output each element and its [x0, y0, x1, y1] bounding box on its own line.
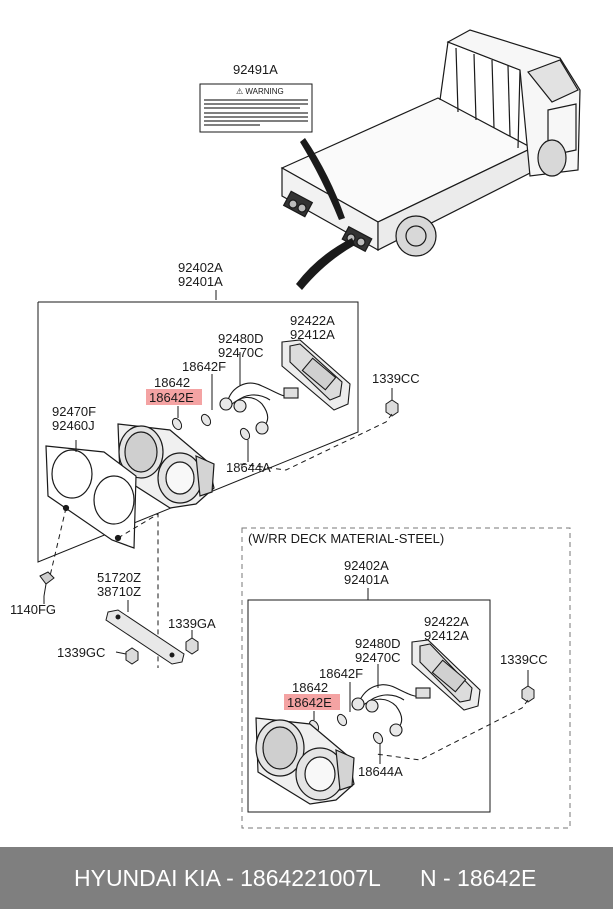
bottom-label-bracket-2: 92412A — [424, 628, 469, 643]
warning-sticker: ⚠ WARNING — [199, 83, 313, 133]
top-label-lamp-set-1: 92402A — [178, 260, 223, 275]
pointer-wedge-sticker — [300, 138, 345, 220]
footer-brand-part-number: HYUNDAI KIA - 1864221007L — [74, 865, 381, 891]
variant-title: (W/RR DECK MATERIAL-STEEL) — [248, 531, 444, 546]
top-highlight-box — [146, 389, 202, 405]
bottom-label-bulb-f: 18642F — [319, 666, 363, 681]
label-nut-gc: 1339GC — [57, 645, 105, 660]
top-assembly: 92402A 92401A 92422A 92412A 92480D 92470… — [10, 260, 420, 668]
footer-oem-number: N - 18642E — [420, 865, 537, 891]
bottom-label-lamp-set-1: 92402A — [344, 558, 389, 573]
top-label-bulb: 18642 — [154, 375, 190, 390]
label-plate-2: 38710Z — [97, 584, 141, 599]
top-label-bulb-f: 18642F — [182, 359, 226, 374]
bottom-label-wiring-1: 92480D — [355, 636, 401, 651]
top-bulbs — [171, 413, 251, 441]
top-label-bezel-2: 92460J — [52, 418, 95, 433]
bottom-highlight-box — [284, 694, 340, 710]
label-bolt: 1140FG — [10, 602, 56, 617]
top-label-bulb-e: 18642E — [149, 390, 194, 405]
bottom-label-lamp-set-2: 92401A — [344, 572, 389, 587]
top-label-bulb-a: 18644A — [226, 460, 271, 475]
label-sticker: 92491A — [233, 62, 278, 77]
bottom-label-bulb-e: 18642E — [287, 695, 332, 710]
top-label-bezel-1: 92470F — [52, 404, 96, 419]
bottom-wiring-harness — [351, 684, 431, 737]
top-label-nut: 1339CC — [372, 371, 420, 386]
nut-1339ga — [185, 637, 199, 655]
bottom-assembly: (W/RR DECK MATERIAL-STEEL) 92402A 92401A… — [241, 527, 571, 829]
bottom-bracket — [411, 639, 481, 711]
footer-bar: HYUNDAI KIA - 1864221007L N - 18642E — [0, 847, 613, 909]
bottom-label-wiring-2: 92470C — [355, 650, 401, 665]
top-label-bracket-1: 92422A — [290, 313, 335, 328]
bottom-lamp-unit — [255, 717, 355, 805]
top-wiring-harness — [219, 382, 299, 435]
truck-illustration — [280, 29, 581, 257]
pointer-wedge-lamp — [296, 238, 355, 290]
label-plate-1: 51720Z — [97, 570, 141, 585]
bottom-label-bracket-1: 92422A — [424, 614, 469, 629]
top-lamp-unit — [117, 423, 215, 509]
warning-title: ⚠ WARNING — [236, 87, 284, 96]
bolt-1140fg — [39, 571, 55, 597]
top-label-wiring-2: 92470C — [218, 345, 264, 360]
top-nut-right — [385, 399, 399, 417]
top-bracket — [281, 339, 351, 411]
bottom-label-nut: 1339CC — [500, 652, 548, 667]
bottom-label-bulb-a: 18644A — [358, 764, 403, 779]
bottom-label-bulb: 18642 — [292, 680, 328, 695]
license-plate-bracket — [105, 609, 185, 665]
top-bezel — [45, 445, 137, 549]
top-label-bracket-2: 92412A — [290, 327, 335, 342]
top-label-wiring-1: 92480D — [218, 331, 264, 346]
label-nut-ga: 1339GA — [168, 616, 216, 631]
bottom-nut-right — [521, 685, 535, 703]
nut-1339gc — [125, 647, 139, 665]
top-label-lamp-set-2: 92401A — [178, 274, 223, 289]
